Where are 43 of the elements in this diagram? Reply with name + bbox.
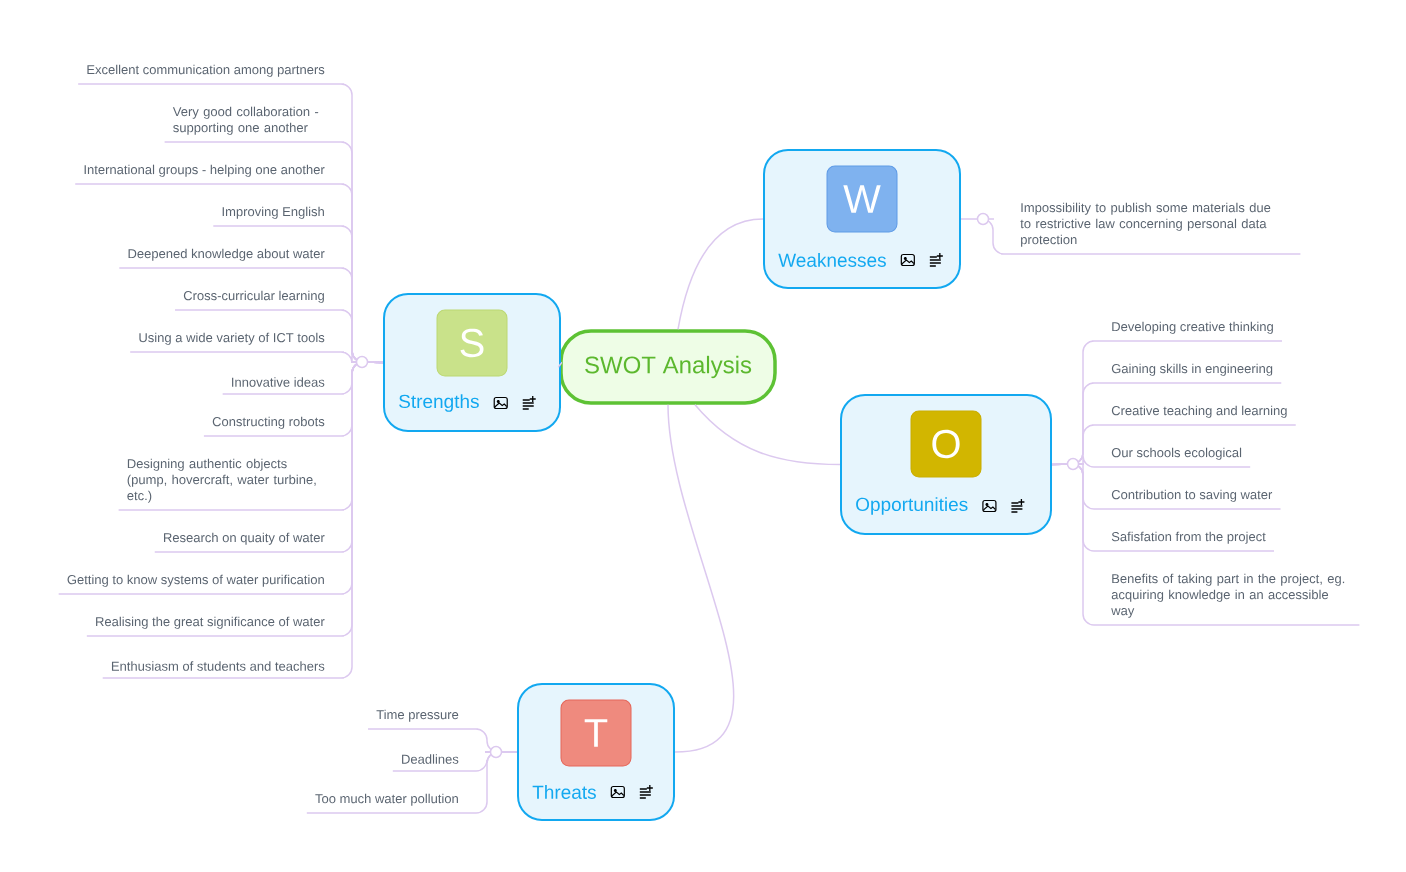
connector bbox=[960, 218, 1302, 255]
connector bbox=[667, 404, 735, 753]
topic-text: Deepened knowledge about water bbox=[128, 248, 325, 261]
topic-text: Realising the great significance of water bbox=[96, 616, 325, 629]
topic-card bbox=[763, 149, 961, 289]
topic-text: Contribution to saving water bbox=[1111, 489, 1273, 502]
topic-card bbox=[840, 394, 1052, 535]
topic-card bbox=[383, 293, 561, 432]
topic-text: Too much water pollution bbox=[315, 793, 458, 806]
topic-text: Benefits of taking part in the project, eg. acquiring knowledge in an accessible way bbox=[1111, 573, 1345, 618]
topic-text: Constructing robots bbox=[212, 416, 325, 429]
topic-label: Weaknesses bbox=[778, 253, 886, 267]
topic-text: Enthusiasm of students and teachers bbox=[111, 661, 325, 671]
topic-text: Impossibility to publish some materials due to restrictive law concerning personal data protection bbox=[1020, 202, 1271, 247]
topic-text: Excellent communication among partners bbox=[87, 64, 325, 77]
topic-label: Threats bbox=[532, 785, 596, 799]
topic-text: Very good collaboration - supporting one another bbox=[172, 106, 319, 135]
topic-text: Innovative ideas bbox=[232, 377, 325, 387]
topic-text: Developing creative thinking bbox=[1112, 321, 1273, 334]
connector bbox=[694, 404, 841, 466]
topic-text: Creative teaching and learning bbox=[1111, 405, 1287, 418]
topic-text: International groups - helping one another bbox=[84, 164, 325, 177]
connector bbox=[558, 361, 563, 368]
letter-tile: S bbox=[436, 309, 508, 377]
letter-tile: W bbox=[826, 165, 898, 233]
letter-tile: O bbox=[910, 410, 982, 478]
topic-label: Strengths bbox=[399, 394, 479, 412]
topic-label: Opportunities bbox=[856, 497, 968, 515]
topic-text: Cross-curricular learning bbox=[183, 290, 324, 303]
topic-text: Our schools ecological bbox=[1111, 447, 1242, 460]
topic-text: Using a wide variety of ICT tools bbox=[139, 332, 325, 345]
connector bbox=[677, 218, 764, 330]
topic-text: Deadlines bbox=[402, 754, 459, 764]
topic-text: Safisfation from the project bbox=[1111, 531, 1266, 544]
central-topic: SWOT Analysis bbox=[559, 329, 777, 405]
letter-tile: T bbox=[560, 699, 632, 767]
topic-text: Time pressure bbox=[376, 709, 459, 722]
topic-text: Getting to know systems of water purification bbox=[67, 574, 324, 587]
topic-text: Gaining skills in engineering bbox=[1111, 363, 1273, 376]
topic-text: Designing authentic objects (pump, hovercraft, water turbine, etc.) bbox=[127, 458, 316, 503]
topic-text: Research on quaity of water bbox=[164, 532, 325, 545]
topic-text: Improving English bbox=[222, 206, 324, 219]
topic-card bbox=[517, 683, 675, 821]
